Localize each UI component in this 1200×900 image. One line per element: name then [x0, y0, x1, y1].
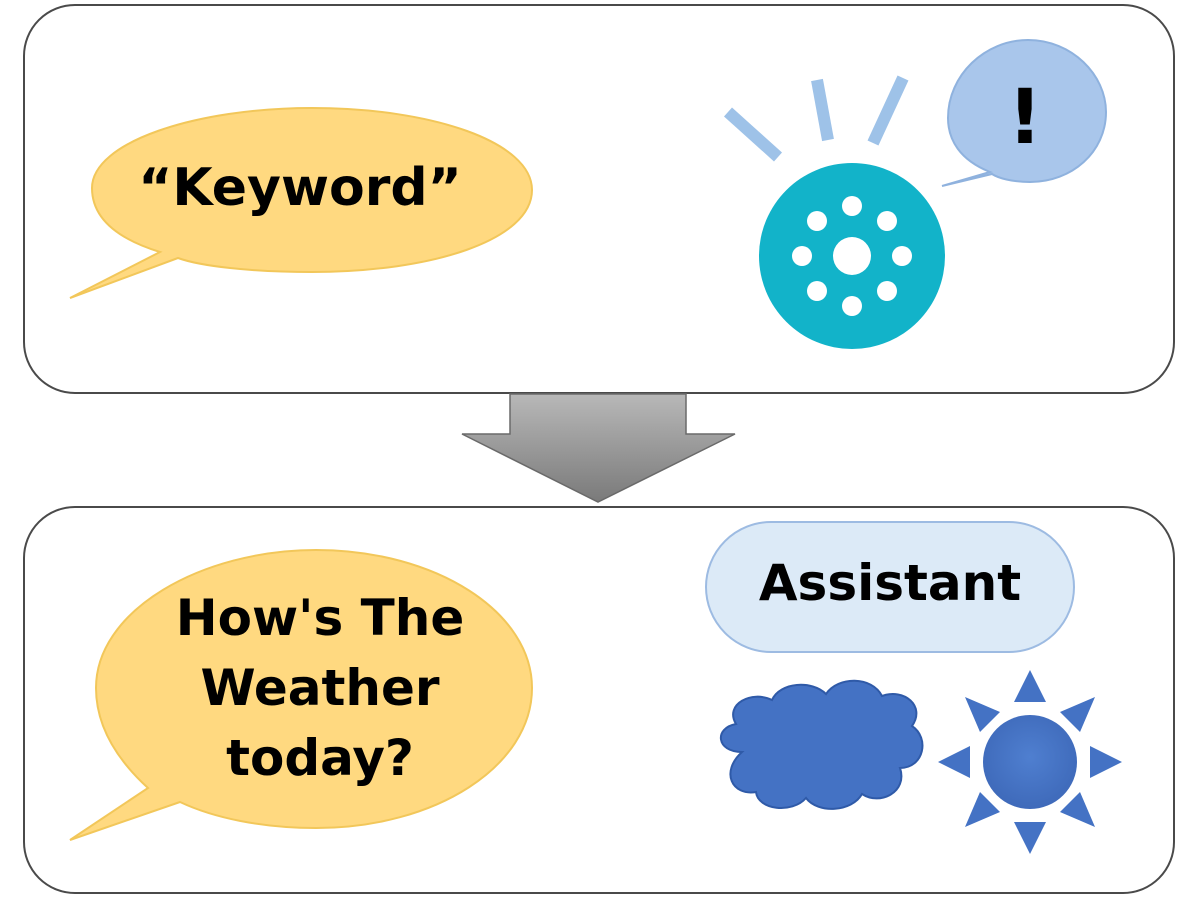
- down-arrow-icon: [461, 393, 736, 503]
- sound-waves-icon: [723, 75, 909, 162]
- assistant-label: Assistant: [758, 554, 1022, 612]
- question-speech-text: How's The Weather today?: [110, 583, 530, 793]
- cloud-icon: [719, 679, 924, 810]
- user-speech-bubble-top: [69, 106, 534, 299]
- question-line: today?: [226, 729, 414, 787]
- user-speech-bubble-bottom: [69, 548, 534, 841]
- assistant-pill: [705, 521, 1075, 653]
- question-line: Weather: [200, 659, 440, 717]
- keyword-speech-text: “Keyword”: [138, 158, 462, 218]
- question-line: How's The: [175, 589, 465, 647]
- sun-icon: [938, 670, 1122, 854]
- smart-speaker-icon: [759, 163, 945, 349]
- alert-speech-bubble: [941, 38, 1108, 187]
- alert-exclamation: !: [1007, 72, 1043, 161]
